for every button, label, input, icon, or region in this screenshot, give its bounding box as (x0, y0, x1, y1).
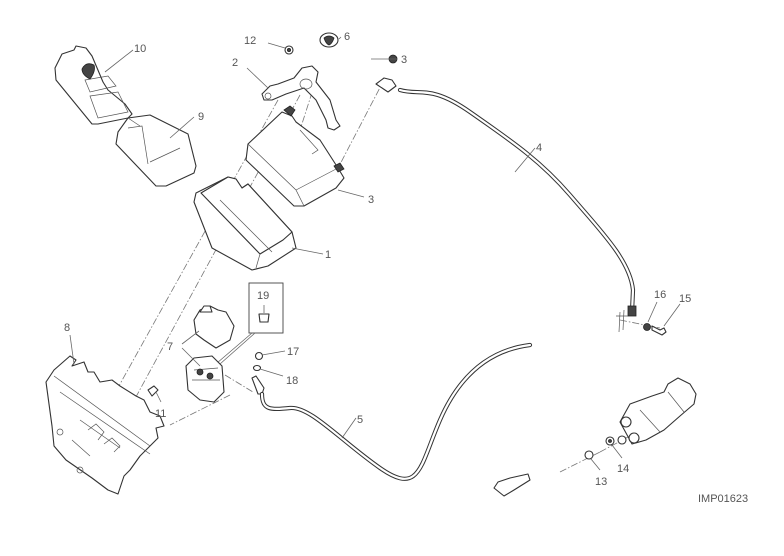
callout-4: 4 (536, 142, 542, 154)
callout-7: 7 (167, 341, 173, 353)
callout-16: 16 (654, 289, 666, 301)
ducati-shield-icon (81, 63, 95, 80)
fuse-part (216, 282, 284, 365)
callout-2: 2 (232, 57, 238, 69)
battery-cover-part (54, 45, 133, 125)
starter-solenoid-part (185, 305, 235, 403)
clip-nut-part (147, 385, 159, 397)
callout-13: 13 (595, 476, 607, 488)
screw-15-part (651, 325, 667, 336)
screw-17-part (254, 351, 264, 361)
battery-bracket-part (261, 65, 341, 131)
reference-code: IMP01623 (698, 493, 748, 505)
callout-8: 8 (64, 322, 70, 334)
washer-16-part (643, 323, 651, 331)
callout-9: 9 (198, 111, 204, 123)
callout-19: 19 (257, 290, 269, 302)
callout-1: 1 (325, 249, 331, 261)
starter-motor-part (617, 377, 697, 445)
battery-box-part (193, 176, 297, 271)
callout-11: 11 (155, 408, 166, 420)
callout-18: 18 (286, 375, 298, 387)
callout-15: 15 (679, 293, 691, 305)
callout-12: 12 (244, 35, 256, 47)
callout-5: 5 (357, 414, 363, 426)
callout-14: 14 (617, 463, 629, 475)
callout-3-screw: 3 (401, 54, 407, 66)
battery-part (245, 105, 345, 207)
screw-12-part (284, 45, 294, 55)
positive-cable-part (375, 77, 637, 333)
callout-17: 17 (287, 346, 299, 358)
callout-10: 10 (134, 43, 146, 55)
starter-cable-part (251, 342, 533, 497)
battery-support-tray-part (45, 355, 165, 495)
washer-18-part (252, 364, 262, 372)
callout-6: 6 (344, 31, 350, 43)
callout-3-battery: 3 (368, 194, 374, 206)
callout-labels: 10 9 1 3 2 12 6 3 4 5 8 7 11 19 16 15 17… (64, 31, 748, 505)
leader-lines (69, 36, 681, 471)
rubber-plug-part (319, 32, 339, 48)
washer-14-part (605, 436, 615, 446)
nut-13-part (584, 450, 594, 460)
